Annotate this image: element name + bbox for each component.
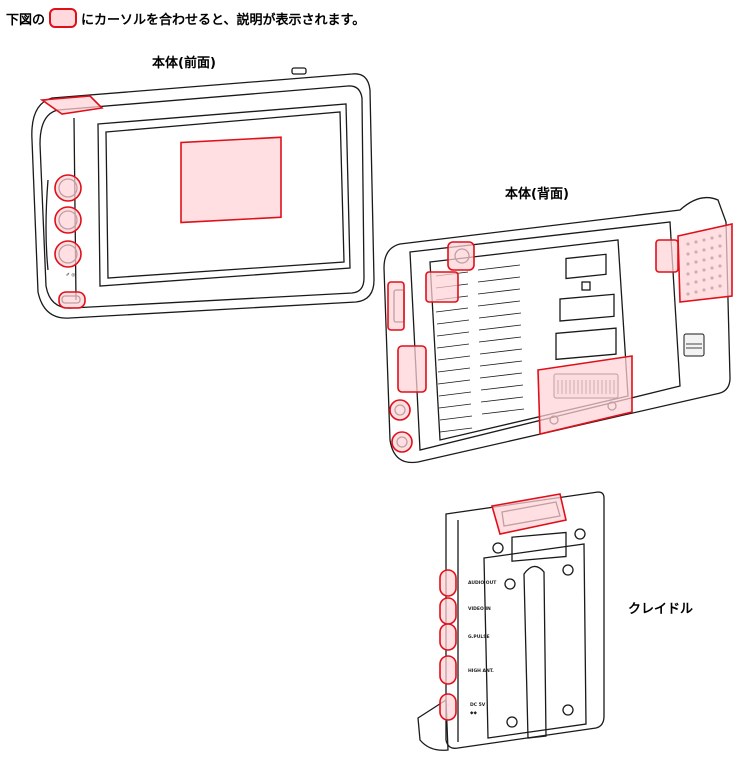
back-connector-hotspot[interactable] <box>537 355 633 436</box>
back-side-port-hotspot[interactable] <box>397 345 427 393</box>
front-screen-hotspot[interactable] <box>180 136 282 224</box>
back-top-knob-hotspot[interactable] <box>447 241 475 271</box>
instruction-before: 下図の <box>6 12 46 28</box>
front-button-3-hotspot[interactable] <box>54 240 82 268</box>
cradle-port-label-4: HIGH ANT. <box>468 668 494 674</box>
svg-text:◆◆: ◆◆ <box>470 711 477 716</box>
cradle-port-label-1: AUDIO OUT <box>468 580 497 586</box>
cradle-port-5-hotspot[interactable] <box>439 693 457 721</box>
cradle-port-label-3: G.PULSE <box>468 634 490 640</box>
front-bottom-button-hotspot[interactable] <box>58 291 86 309</box>
cradle-top-connector-hotspot[interactable] <box>490 493 567 535</box>
hotspot-legend-swatch <box>49 8 78 28</box>
cradle-port-1-hotspot[interactable] <box>439 569 457 597</box>
svg-text:✐ ◎: ✐ ◎ <box>66 272 75 278</box>
back-bottom-jack-2-hotspot[interactable] <box>391 431 413 453</box>
cradle-port-2-hotspot[interactable] <box>439 597 457 625</box>
front-top-button-hotspot[interactable] <box>39 95 104 115</box>
cradle-port-4-hotspot[interactable] <box>439 655 457 685</box>
instruction-after: にカーソルを合わせると、説明が表示されます。 <box>81 12 366 28</box>
front-button-1-hotspot[interactable] <box>54 174 82 202</box>
label-cradle: クレイドル <box>628 602 694 617</box>
cradle-unit: AUDIO OUT VIDEO IN G.PULSE HIGH ANT. DC … <box>417 491 605 751</box>
front-button-2-hotspot[interactable] <box>54 206 82 234</box>
back-left-switch-hotspot[interactable] <box>425 271 459 303</box>
back-bottom-jack-1-hotspot[interactable] <box>389 399 411 421</box>
cradle-port-3-hotspot[interactable] <box>439 623 457 651</box>
cradle-port-label-5: DC 5V <box>470 702 486 708</box>
back-side-slider-hotspot[interactable] <box>387 281 405 331</box>
back-speaker-hotspot[interactable] <box>677 223 733 303</box>
back-right-switch-hotspot[interactable] <box>655 239 679 273</box>
cradle-port-label-2: VIDEO IN <box>468 606 491 612</box>
label-front: 本体(前面) <box>152 56 216 71</box>
instruction-text: 下図の にカーソルを合わせると、説明が表示されます。 <box>6 8 365 28</box>
label-back: 本体(背面) <box>505 187 569 202</box>
